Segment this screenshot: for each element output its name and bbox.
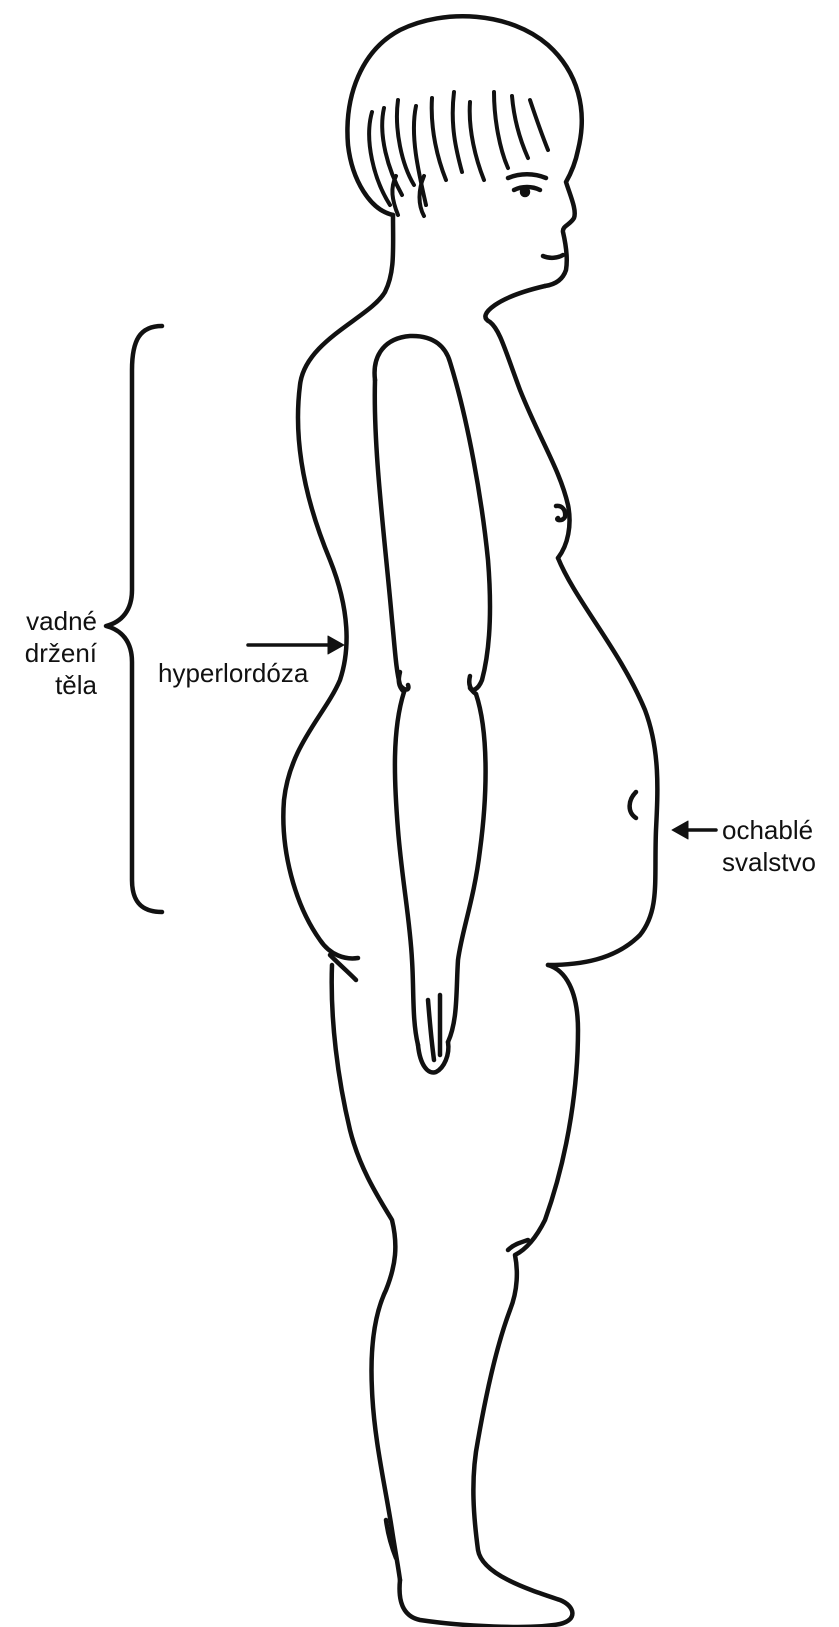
posture-label-line-1: vadné (0, 605, 97, 637)
forearm-front (448, 694, 486, 1042)
posture-label-line-3: těla (0, 669, 97, 701)
hair (369, 92, 548, 216)
leg-front-outline (400, 965, 578, 1627)
arm-back (375, 380, 409, 690)
muscles-label-line-2: svalstvo (722, 846, 816, 878)
hyperlordosis-arrow (248, 636, 344, 654)
navel (630, 792, 636, 818)
elbow-crease-inner (469, 676, 476, 694)
mouth (543, 255, 563, 258)
belly-outline (548, 558, 657, 965)
leg-back-outline (332, 965, 400, 1580)
muscles-label: ochablé svalstvo (722, 814, 816, 878)
eyebrow (508, 174, 546, 178)
hyperlordosis-label: hyperlordóza (158, 657, 308, 689)
posture-label-line-2: držení (0, 637, 97, 669)
eye-pupil (522, 189, 528, 195)
muscles-arrow (672, 821, 716, 839)
fingers (428, 995, 440, 1060)
back-outline (283, 215, 393, 958)
posture-label: vadné držení těla (0, 605, 97, 701)
muscles-label-line-1: ochablé (722, 814, 816, 846)
posture-bracket (106, 326, 162, 912)
forearm-back (395, 692, 418, 1045)
chest-fold (556, 506, 565, 520)
